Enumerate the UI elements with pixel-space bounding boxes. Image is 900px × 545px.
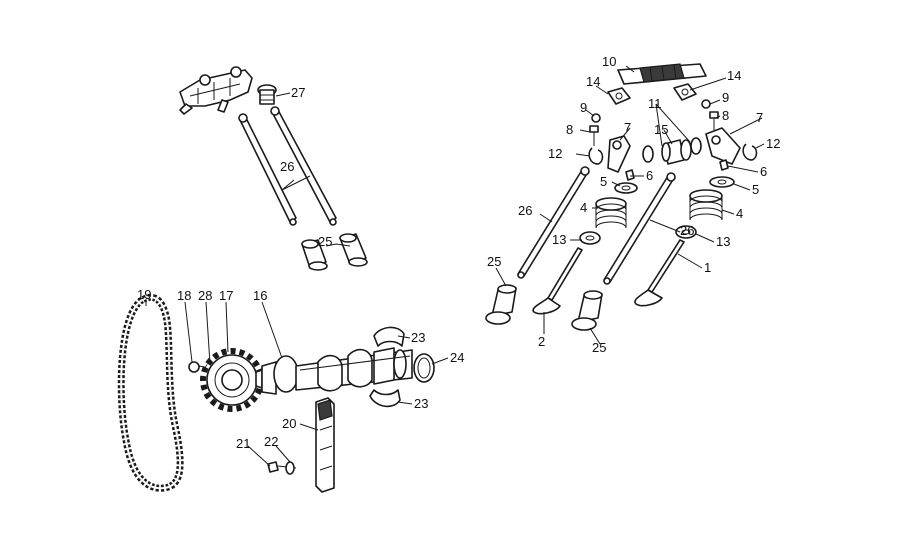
callout-13: 13 [716, 234, 730, 249]
clip-12-right [742, 143, 758, 161]
callout-23: 23 [414, 396, 428, 411]
bracket-14-left [607, 87, 631, 105]
callout-2: 2 [538, 334, 545, 349]
callout-25: 25 [592, 340, 606, 355]
callout-9: 9 [580, 100, 587, 115]
spring-retainer-5-right [709, 176, 735, 188]
callout-26: 26 [680, 223, 694, 238]
callout-26: 26 [518, 203, 532, 218]
callout-8: 8 [566, 122, 573, 137]
valve-spring-4-right [689, 189, 723, 221]
callout-12: 12 [766, 136, 780, 151]
callout-12: 12 [548, 146, 562, 161]
tappet-25-left [485, 284, 517, 325]
callout-5: 5 [752, 182, 759, 197]
cam-bushing-lower [369, 389, 401, 408]
callout-22: 22 [264, 434, 278, 449]
callout-1: 1 [704, 260, 711, 275]
pushrod-upper-part [257, 84, 277, 105]
pushrod-left [238, 113, 297, 226]
spring-seat-13-left [579, 231, 601, 245]
callout-5: 5 [600, 174, 607, 189]
o-ring-24 [413, 353, 435, 383]
callout-25: 25 [487, 254, 501, 269]
callout-25: 25 [318, 234, 332, 249]
pushrod-right [270, 106, 337, 226]
clip-12-left [588, 147, 604, 165]
tappet-25-right [571, 290, 603, 331]
leader-lines [145, 65, 765, 467]
callout-26: 26 [280, 159, 294, 174]
callout-6: 6 [760, 164, 767, 179]
callout-14: 14 [586, 74, 600, 89]
valve-1 [634, 239, 685, 307]
callout-8: 8 [722, 108, 729, 123]
callout-7: 7 [624, 120, 631, 135]
callout-19: 19 [137, 287, 151, 302]
washer-22 [285, 461, 295, 475]
camshaft [255, 347, 413, 395]
spring-seat-13-right [675, 225, 697, 239]
rocker-arm-7-right [705, 127, 741, 165]
bushing-15 [661, 139, 692, 165]
pushrod-26-right [603, 172, 676, 285]
spring-retainer-5-left [614, 182, 638, 194]
callout-6: 6 [646, 168, 653, 183]
callout-18: 18 [177, 288, 191, 303]
screw-8-right [709, 111, 719, 132]
callout-28: 28 [198, 288, 212, 303]
callout-24: 24 [450, 350, 464, 365]
callout-4: 4 [736, 206, 743, 221]
callout-21: 21 [236, 436, 250, 451]
rocker-arm-7-left [607, 135, 631, 173]
callout-17: 17 [219, 288, 233, 303]
callout-4: 4 [580, 200, 587, 215]
valve-2 [532, 247, 583, 315]
callout-11: 11 [648, 96, 662, 111]
tappet-left [301, 239, 328, 271]
callout-7: 7 [756, 110, 763, 125]
callout-14: 14 [727, 68, 741, 83]
callout-15: 15 [654, 122, 668, 137]
tappet-right [339, 233, 368, 267]
rocker-shaft-10 [617, 63, 707, 85]
timing-chain [117, 293, 184, 492]
nut-9-right [701, 99, 711, 109]
callout-13: 13 [552, 232, 566, 247]
rocker-arm-assembly [179, 66, 253, 115]
bracket-14-right [673, 83, 697, 101]
callout-10: 10 [602, 54, 616, 69]
valve-spring-4-left [595, 197, 627, 229]
screw-8-left [589, 125, 599, 146]
sprocket [200, 348, 264, 412]
callout-16: 16 [253, 288, 267, 303]
collets-6 [625, 159, 729, 181]
callout-27: 27 [291, 85, 305, 100]
callout-23: 23 [411, 330, 425, 345]
cam-bushing-upper [373, 326, 405, 347]
chain-tensioner [315, 397, 335, 493]
callout-20: 20 [282, 416, 296, 431]
pushrod-26-left [517, 166, 590, 279]
callout-labels: 27 26 25 19 18 28 17 16 23 24 23 20 21 2… [137, 54, 780, 451]
bolt-18 [188, 361, 211, 373]
callout-9: 9 [722, 90, 729, 105]
